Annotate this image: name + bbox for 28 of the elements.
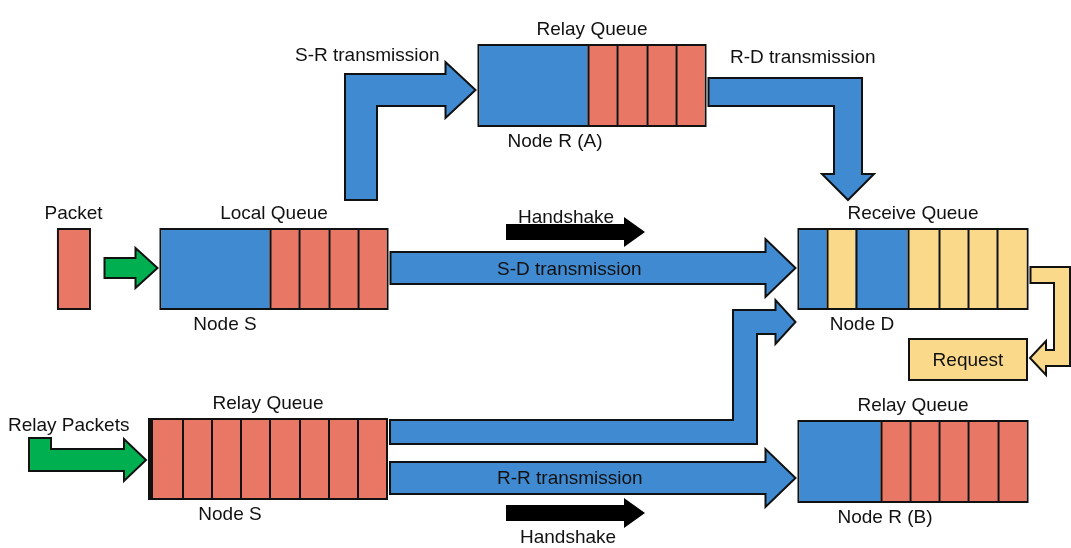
block-arrow bbox=[389, 446, 797, 510]
edge-label: S-D transmission bbox=[497, 258, 642, 280]
box-label: Request bbox=[932, 348, 1004, 371]
block-arrow bbox=[344, 59, 477, 201]
queue-title: Local Queue bbox=[220, 202, 328, 224]
node-name: Node S bbox=[198, 503, 262, 525]
queue-title: Relay Queue bbox=[857, 394, 969, 416]
block-arrow bbox=[1028, 266, 1071, 378]
node-name: Node D bbox=[829, 313, 895, 335]
edge-label: R-R transmission bbox=[497, 467, 643, 489]
handshake-label: Handshake bbox=[520, 526, 617, 548]
block-arrow bbox=[389, 297, 797, 445]
block-arrow bbox=[28, 436, 148, 484]
node-name: Node R (B) bbox=[837, 506, 933, 528]
request-box bbox=[908, 338, 1028, 381]
packet-label: Packet bbox=[44, 202, 103, 224]
queue-title: Relay Queue bbox=[536, 18, 648, 40]
queue-title: Receive Queue bbox=[847, 202, 979, 224]
handshake-label: Handshake bbox=[518, 206, 615, 228]
edge-label: R-D transmission bbox=[730, 46, 876, 68]
node-name: Node R (A) bbox=[507, 130, 603, 152]
queue-title: Relay Queue bbox=[212, 392, 324, 414]
block-arrow bbox=[389, 236, 797, 300]
block-arrow bbox=[707, 77, 877, 202]
block-arrow bbox=[103, 245, 159, 291]
node-name: Node S bbox=[193, 313, 257, 335]
edge-label: S-R transmission bbox=[295, 44, 440, 66]
source-label: Relay Packets bbox=[8, 414, 130, 435]
